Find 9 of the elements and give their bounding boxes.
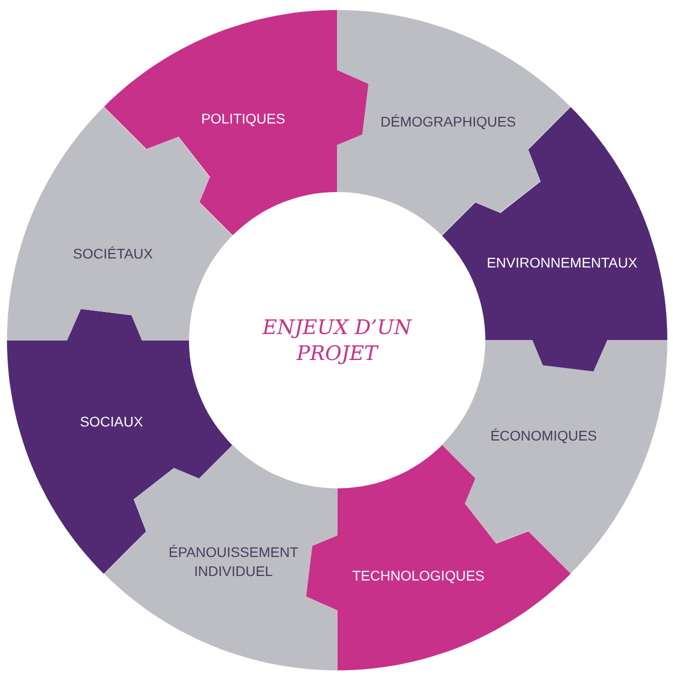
- segment-label: SOCIÉTAUX: [72, 244, 154, 264]
- title-text: ENJEUX D’UN PROJET: [262, 314, 412, 366]
- segment-label: DÉMOGRAPHIQUES: [380, 112, 517, 132]
- segment-label: TECHNOLOGIQUES: [351, 566, 486, 586]
- segment-label: ENVIRONNEMENTAUX: [486, 253, 638, 272]
- segment-label: ÉPANOUISSEMENT INDIVIDUEL: [168, 543, 300, 581]
- segment-label: POLITIQUES: [200, 110, 286, 129]
- segment-label: ÉCONOMIQUES: [489, 426, 598, 446]
- segment-label: SOCIAUX: [78, 412, 144, 432]
